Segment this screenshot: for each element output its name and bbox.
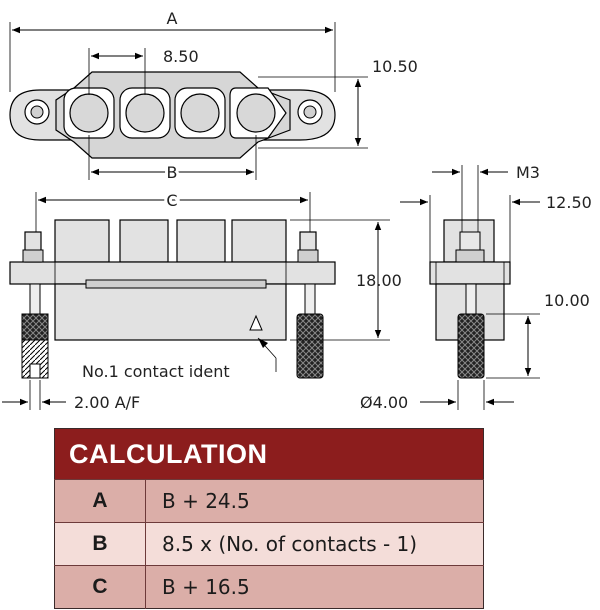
table-row: B 8.5 x (No. of contacts - 1): [54, 522, 484, 566]
dim-side-width-label: 12.50: [546, 193, 592, 212]
row-formula: 8.5 x (No. of contacts - 1): [145, 522, 484, 566]
top-view: A 8.50 10.50 B: [9, 9, 418, 185]
contact-ident-label: No.1 contact ident: [82, 362, 230, 381]
row-key: A: [54, 479, 146, 523]
mounting-hole-right: [297, 99, 323, 125]
mounting-hole-left: [24, 99, 50, 125]
dim-b-label: B: [167, 163, 178, 182]
dim-a-label: A: [167, 9, 178, 28]
calculation-table: CALCULATION A B + 24.5 B 8.5 x (No. of c…: [54, 428, 484, 609]
row-key: C: [54, 565, 146, 609]
dim-pitch-label: 8.50: [163, 47, 199, 66]
dim-dia-label: Ø4.00: [360, 393, 408, 412]
dim-height-label: 18.00: [356, 271, 402, 290]
calculation-title: CALCULATION: [54, 428, 484, 480]
dim-af-label: 2.00 A/F: [74, 393, 140, 412]
table-row: A B + 24.5: [54, 479, 484, 523]
dim-screw-length-label: 10.00: [544, 291, 590, 310]
dim-height-top-label: 10.50: [372, 57, 418, 76]
side-view: M3 12.50 10.00 Ø4.00: [360, 163, 592, 412]
row-formula: B + 16.5: [145, 565, 484, 609]
row-formula: B + 24.5: [145, 479, 484, 523]
row-key: B: [54, 522, 146, 566]
dim-c-label: C: [166, 191, 177, 210]
front-view: C 18.00 No.1 con: [2, 188, 402, 412]
table-row: C B + 16.5: [54, 565, 484, 609]
dim-m3-label: M3: [516, 163, 540, 182]
